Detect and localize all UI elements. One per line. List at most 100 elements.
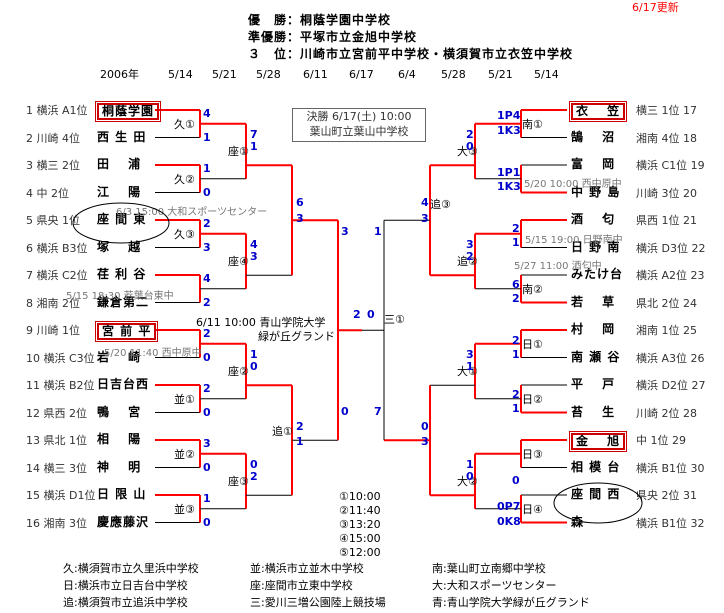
score-value: 1 (203, 492, 211, 505)
venue-label: 久③ (174, 227, 195, 241)
legend-item: 南:葉山町立南郷中学校 (432, 562, 546, 575)
team-name: 鵠 沼 (571, 129, 616, 144)
team-seed: 8 湘南 2位 (26, 296, 80, 310)
team-seed: 横浜 A2位 23 (636, 269, 705, 282)
team-seed: 14 横三 3位 (26, 461, 87, 475)
team-seed: 中 1位 29 (636, 434, 686, 447)
score-value: 2 (203, 217, 211, 230)
venue-label: 三① (384, 313, 405, 326)
team-name: 苔 生 (571, 404, 616, 419)
score-value: 1 (512, 236, 520, 249)
date-label: 5/28 (441, 68, 466, 81)
venue-label: 大③ (457, 145, 478, 159)
team-name: 森 (571, 514, 585, 529)
score-value: 0 (203, 350, 211, 364)
team-seed: 湘南 1位 25 (636, 324, 697, 337)
time-slot: ①10:00 (339, 490, 381, 503)
team-name: 金 旭 (568, 431, 628, 452)
score-value: 2 (203, 327, 211, 340)
team-name: 江 陽 (97, 184, 142, 199)
team-name: 西 生 田 (97, 129, 147, 144)
score-value: 2 (203, 295, 211, 309)
venue-label: 大① (457, 365, 478, 379)
team-seed: 13 県北 1位 (26, 434, 87, 447)
venue-label: 並① (174, 392, 195, 406)
score-value: 1 (512, 402, 520, 415)
legend-item: 並:横浜市立並木中学校 (250, 562, 364, 575)
date-label: 5/28 (256, 68, 281, 81)
date-label: 5/14 (168, 68, 193, 81)
team-seed: 川崎 3位 20 (636, 186, 697, 200)
venue-label: 座③ (228, 475, 249, 489)
match-note: 5/20 10:00 西中原中 (524, 179, 622, 190)
team-seed: 11 横浜 B2位 (26, 379, 95, 392)
score-value: 2 (203, 382, 211, 395)
match-note: 5/15 18:30 若葉台東中 (66, 291, 174, 302)
match-note: 緑が丘グランド (258, 330, 335, 343)
score-value: 0 (203, 185, 211, 199)
score-value: 2 (466, 127, 474, 141)
score-value: 3 (296, 212, 304, 225)
venue-label: 南① (522, 117, 543, 131)
score-value: 2 (353, 308, 361, 321)
match-note: 5/15 19:00 日野南中 (525, 235, 623, 246)
team-seed: 12 県西 2位 (26, 406, 87, 420)
team-seed: 4 中 2位 (26, 186, 69, 200)
match-note: 6/3 15:00 大和スポーツセンター (116, 207, 268, 218)
team-seed: 5 県央 1位 (26, 214, 80, 227)
highlight-ellipse-left (72, 202, 170, 244)
score-value: 2 (250, 469, 258, 483)
date-label: 6/11 (303, 68, 328, 81)
score-value: 3 (421, 435, 429, 448)
final-venue: 葉山町立葉山中学校 (309, 125, 409, 138)
winner-line: 優 勝：桐蔭学園中学校 (248, 13, 392, 27)
score-value: 2 (296, 420, 304, 433)
team-name: 鎌倉第二 (97, 294, 150, 309)
team-name: 岩 崎 (97, 349, 142, 364)
score-value: 1 (374, 225, 382, 238)
score-value: 3 (466, 237, 474, 251)
score-value: 3 (203, 240, 211, 254)
score-value: 6 (512, 278, 520, 291)
score-value: 1K3 (497, 180, 521, 193)
score-value: 7 (250, 127, 258, 141)
team-name: 塚 越 (97, 239, 142, 254)
venue-label: 追③ (430, 198, 451, 211)
venue-label: 座④ (228, 255, 249, 269)
team-name: 座 間 東 (97, 212, 147, 226)
team-name: 宮 前 平 (94, 321, 159, 342)
team-seed: 横浜 A3位 26 (636, 351, 705, 365)
team-name: 富 岡 (571, 157, 616, 171)
team-name: 神 明 (97, 459, 142, 474)
time-slot: ③13:20 (339, 518, 381, 531)
team-name: みたけ台 (571, 267, 624, 281)
score-value: 4 (421, 196, 429, 209)
venue-label: 日③ (522, 447, 543, 461)
score-value: 1 (466, 359, 474, 373)
team-name: 南 瀬 谷 (571, 349, 621, 364)
team-seed: 県西 1位 21 (636, 214, 697, 227)
team-seed: 16 湘南 3位 (26, 516, 87, 530)
score-value: 0 (421, 420, 429, 433)
score-value: 0 (466, 469, 474, 483)
score-value: 7 (374, 405, 382, 418)
team-name: 日 限 山 (97, 487, 147, 501)
score-value: 0 (466, 139, 474, 153)
score-value: 2 (512, 292, 520, 305)
team-name: 座 間 西 (571, 487, 621, 501)
team-seed: 湘南 4位 18 (636, 131, 697, 145)
score-value: 3 (421, 212, 429, 225)
score-value: 1P4 (497, 109, 521, 122)
legend-item: 久:横須賀市立久里浜中学校 (63, 562, 199, 575)
team-seed: 3 横三 2位 (26, 159, 80, 172)
score-value: 0 (367, 308, 375, 321)
time-list: ①10:00 ②11:40 ③13:20 ④15:00 ⑤12:00 (339, 490, 381, 560)
date-year: 2006年 (100, 68, 139, 81)
score-value: 2 (512, 334, 520, 347)
score-value: 2 (512, 222, 520, 235)
date-label: 6/4 (398, 68, 416, 81)
time-slot: ④15:00 (339, 532, 381, 545)
team-seed: 15 横浜 D1位 (26, 489, 96, 502)
